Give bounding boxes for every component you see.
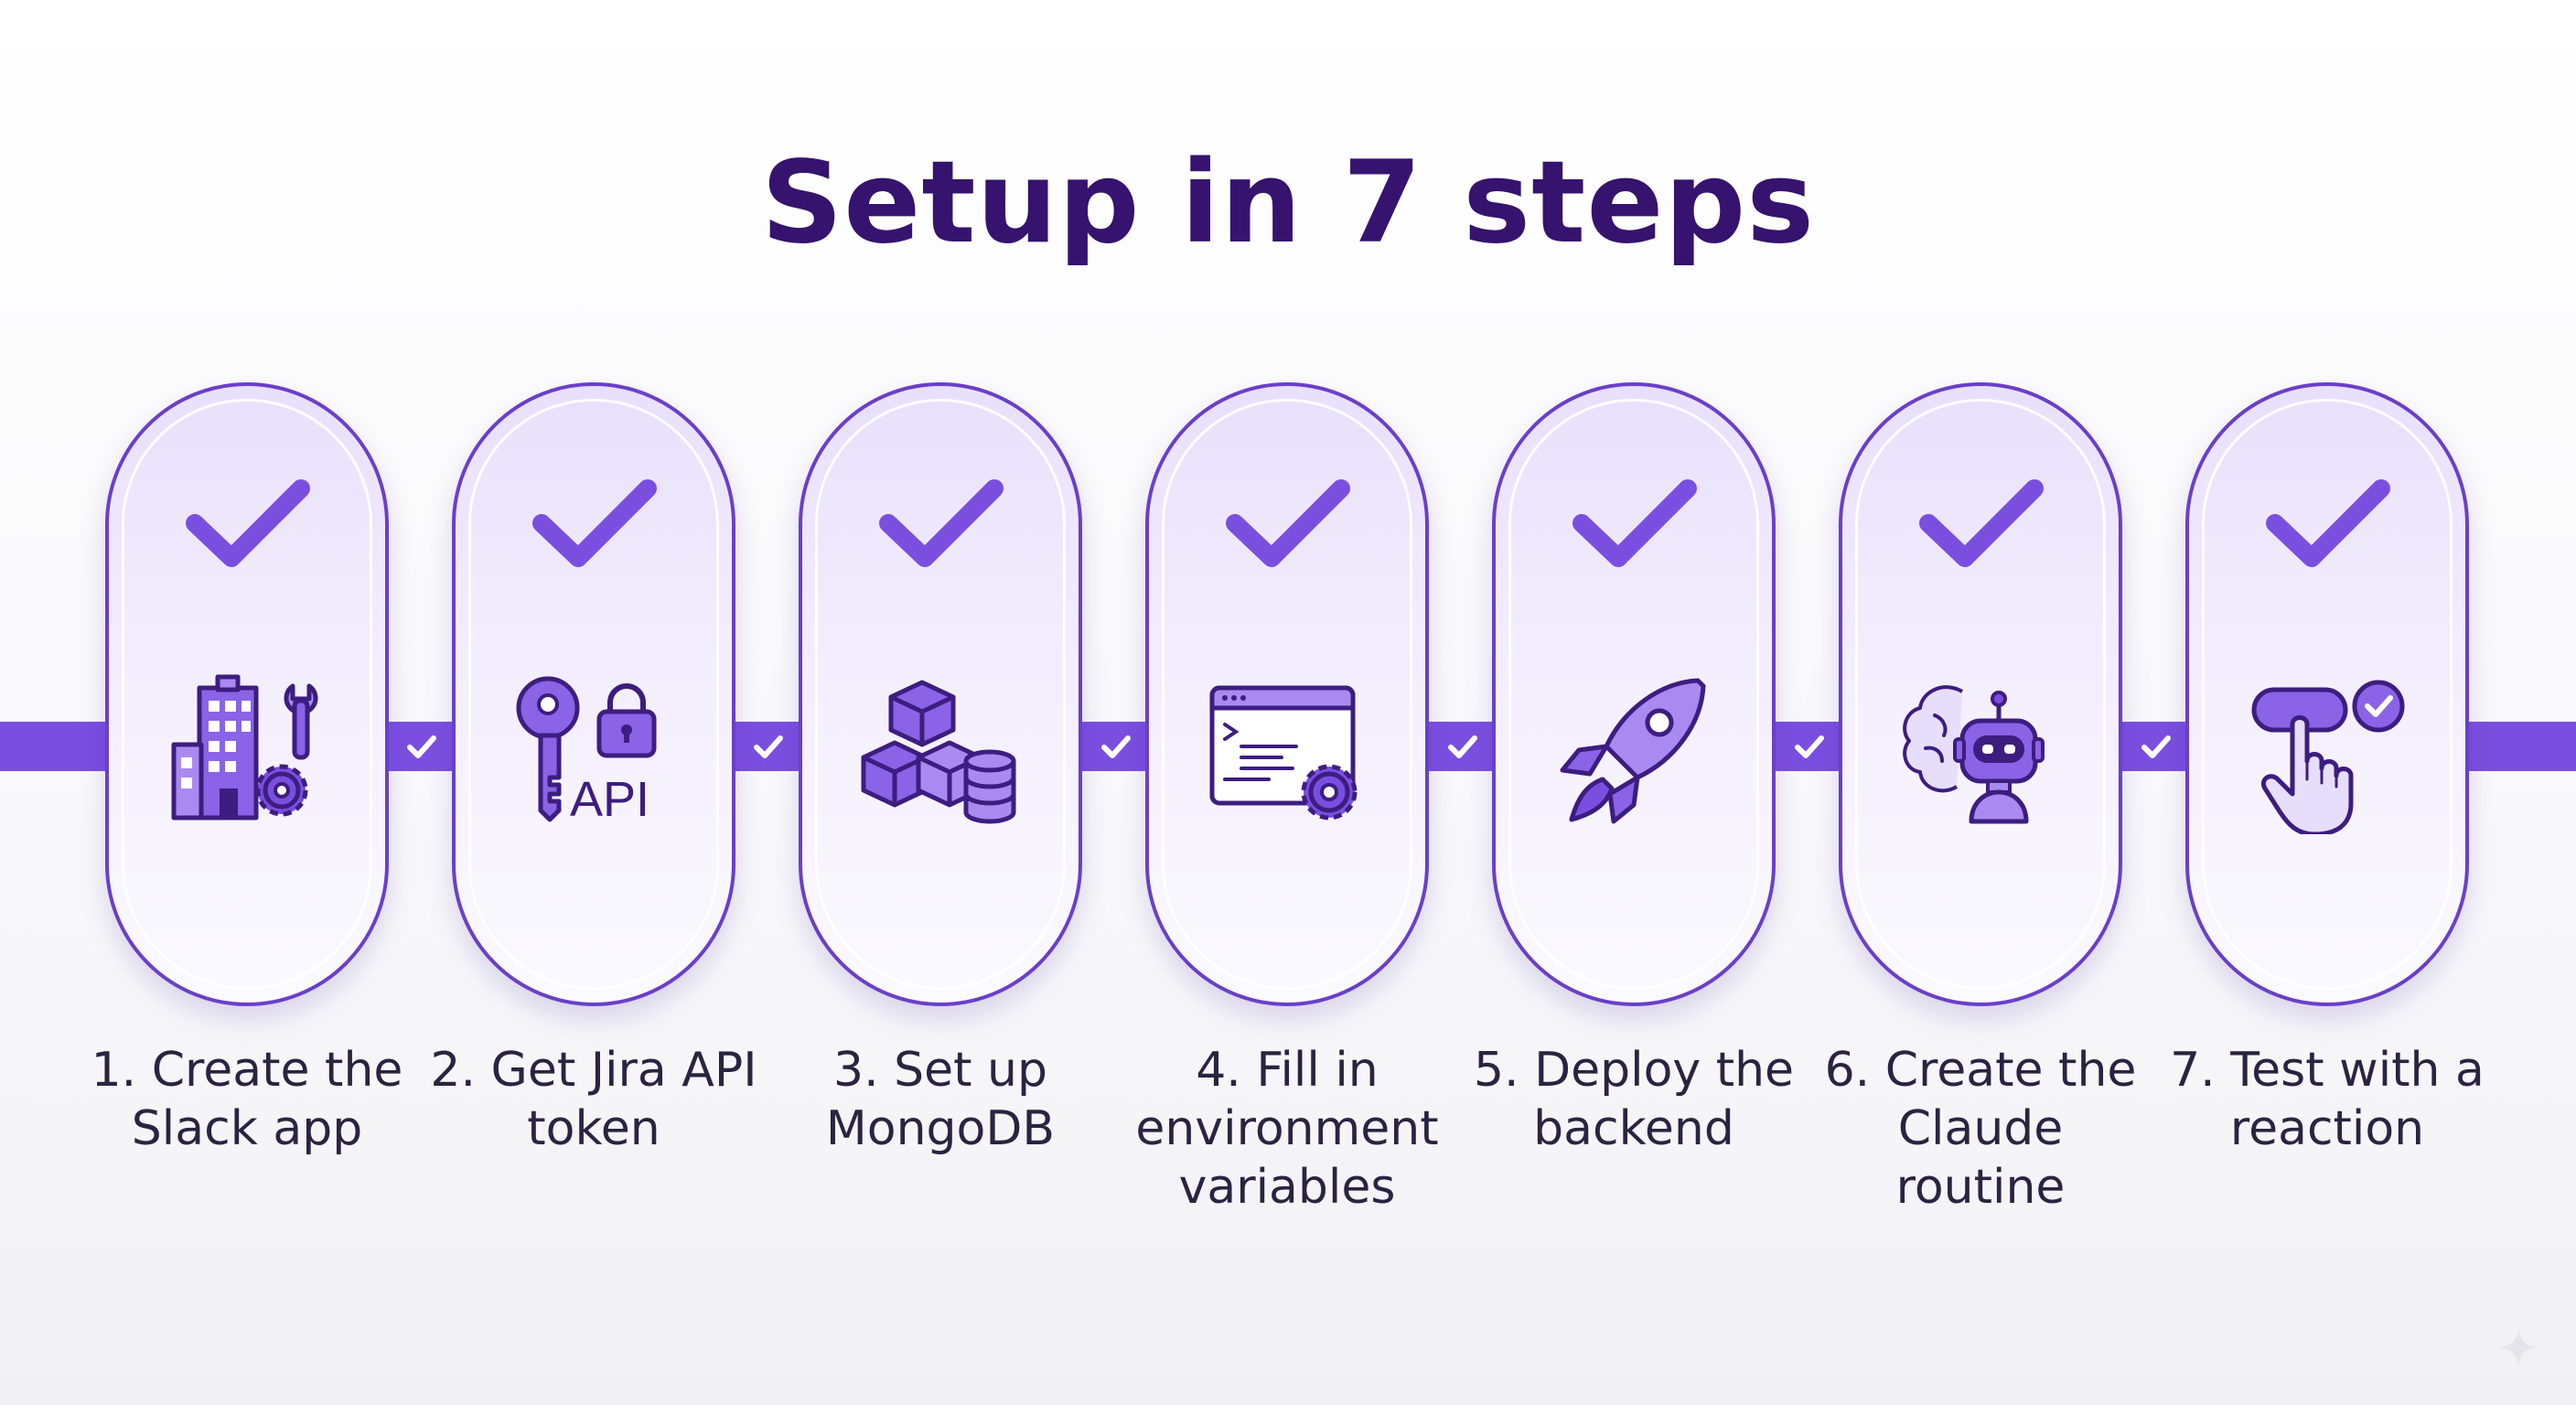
connector-check-icon: [397, 722, 446, 771]
step-label-4: 4. Fill in environment variables: [1135, 1043, 1439, 1215]
step-card-6: [1839, 382, 2122, 1006]
check-icon: [1565, 470, 1702, 580]
svg-text:API: API: [570, 772, 649, 827]
terminal-gear-icon: [1209, 685, 1358, 820]
brain-robot-icon: [1903, 685, 2045, 824]
step-label-3: 3. Set up MongoDB: [825, 1043, 1056, 1156]
hand-tap-button-icon: [2251, 680, 2405, 834]
step-card-5: [1492, 382, 1776, 1006]
step-label-7: 7. Test with a reaction: [2170, 1043, 2485, 1156]
check-icon: [872, 470, 1009, 580]
check-icon: [1218, 470, 1356, 580]
cubes-database-icon: [861, 680, 1016, 824]
step-card-4: [1145, 382, 1429, 1006]
step-label-6: 6. Create the Claude routine: [1824, 1043, 2137, 1215]
connector-check-icon: [744, 722, 793, 771]
step-card-1: [105, 382, 389, 1006]
key-lock-api-icon: API: [516, 676, 657, 827]
connector-check-icon: [1091, 722, 1141, 771]
building-gear-icon: [171, 674, 318, 820]
step-label-2: 2. Get Jira API token: [430, 1043, 757, 1156]
connector-check-icon: [1438, 722, 1487, 771]
sparkle-icon: [2499, 1328, 2538, 1367]
step-card-2: API: [452, 382, 735, 1006]
step-card-3: [799, 382, 1082, 1006]
connector-check-icon: [1785, 722, 1834, 771]
check-icon: [1912, 470, 2049, 580]
step-label-5: 5. Deploy the backend: [1473, 1043, 1795, 1156]
page-title: Setup in 7 steps: [760, 137, 1816, 269]
check-icon: [178, 470, 316, 580]
step-card-7: [2185, 382, 2469, 1006]
check-icon: [525, 470, 662, 580]
connector-check-icon: [2131, 722, 2181, 771]
check-icon: [2259, 470, 2396, 580]
rocket-icon: [1560, 678, 1706, 824]
step-label-1: 1. Create the Slack app: [91, 1043, 403, 1156]
